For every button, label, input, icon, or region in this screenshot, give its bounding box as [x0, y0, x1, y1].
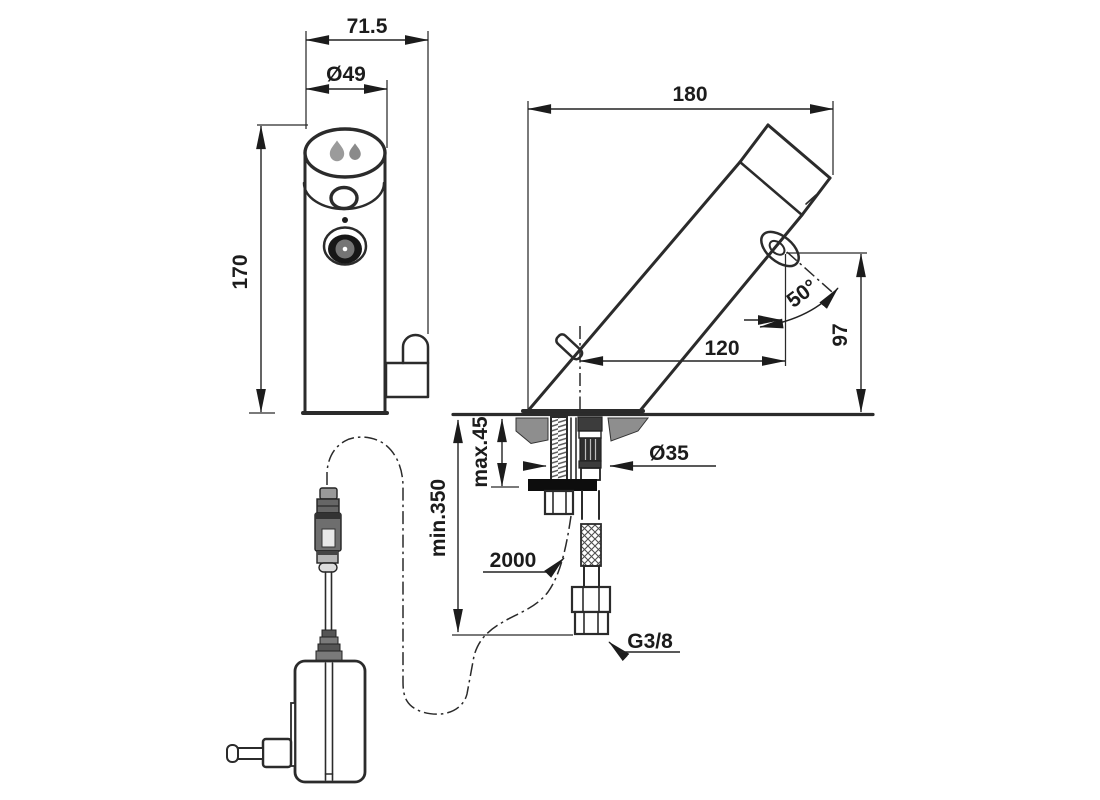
plug-pin-tip — [226, 744, 239, 763]
water-droplet-right-icon — [349, 143, 361, 160]
deck-section-right — [607, 417, 650, 442]
faucet-body-front — [301, 127, 430, 415]
adapter-faceplate-edge — [290, 702, 296, 767]
spout-cap — [738, 123, 832, 217]
label-thread-text: G3/8 — [627, 630, 673, 653]
mounting-assembly — [528, 416, 612, 636]
mounting-nut — [543, 489, 575, 516]
spout — [521, 123, 832, 414]
aerator — [760, 230, 800, 268]
dim-height-outlet: 97 — [829, 253, 866, 413]
dim-projection-label: 180 — [672, 83, 707, 106]
spray-axis-line — [786, 251, 833, 293]
power-adapter — [226, 629, 367, 784]
dim-hole: Ø35 — [522, 442, 716, 471]
inline-connector — [314, 487, 342, 573]
plug-nose — [261, 737, 293, 769]
label-thread: G3/8 — [608, 630, 680, 662]
supply-connector — [570, 565, 612, 636]
sensor-highlight — [342, 246, 348, 252]
dim-deck-max-label: max.45 — [469, 416, 492, 488]
dim-projection: 180 — [527, 83, 834, 412]
rear-outlet — [384, 333, 430, 399]
water-droplet-left-icon — [329, 140, 345, 162]
dim-width-overall: 71.5 — [305, 15, 429, 334]
dim-diameter-label: Ø49 — [326, 63, 366, 86]
dim-reach-label: 120 — [704, 337, 739, 360]
dim-height: 170 — [229, 124, 308, 414]
dim-diameter: Ø49 — [305, 63, 388, 148]
indicator-dot — [342, 217, 348, 223]
mixer-lever — [555, 333, 584, 361]
dim-height-outlet-label: 97 — [829, 323, 852, 346]
power-cable — [326, 436, 572, 715]
deck — [451, 412, 875, 445]
dim-below-min: min.350 — [427, 419, 573, 636]
cap-joint — [738, 160, 804, 217]
front-view: 71.5 Ø49 170 — [229, 15, 430, 415]
label-cable-length: 2000 — [483, 549, 565, 578]
braided-hose — [580, 523, 602, 567]
dim-deck-max: max.45 — [469, 416, 519, 488]
spout-outlet-front — [329, 185, 359, 211]
top-cap-ellipse — [303, 127, 387, 179]
dim-hole-label: Ø35 — [649, 442, 689, 465]
power-cable-assembly — [226, 436, 572, 784]
side-view: 180 120 50° 97 — [427, 83, 875, 662]
dim-height-label: 170 — [229, 254, 252, 289]
supply-hose-fitting — [577, 416, 603, 481]
plug-pin — [235, 747, 264, 760]
dim-width-overall-label: 71.5 — [347, 15, 388, 38]
adapter-body — [293, 659, 367, 784]
deck-section-left — [515, 417, 549, 445]
dim-below-min-label: min.350 — [427, 479, 450, 557]
mounting-flange — [528, 479, 597, 491]
threaded-rod — [550, 416, 568, 488]
sensor-eye — [322, 226, 368, 266]
dim-angle: 50° — [744, 251, 867, 366]
label-cable-length-text: 2000 — [490, 549, 537, 572]
strain-relief — [315, 629, 343, 662]
